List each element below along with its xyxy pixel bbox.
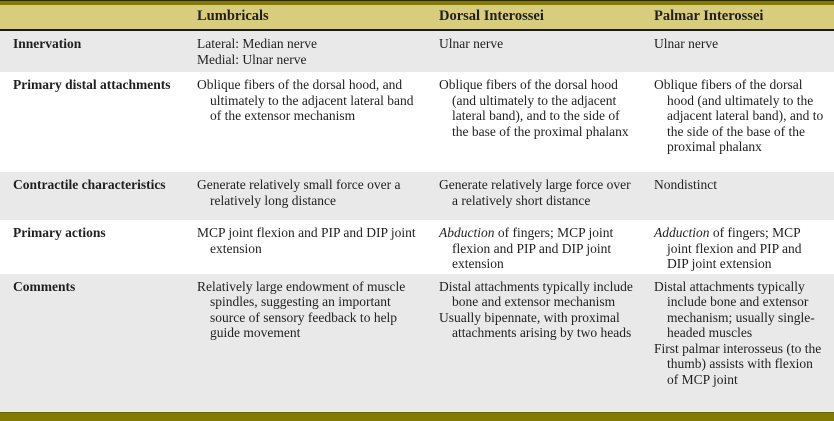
- intrinsic-hand-muscles-comparison-table: Lumbricals Dorsal Interossei Palmar Inte…: [0, 5, 834, 415]
- cell-paragraph: Distal attachments typically include bon…: [439, 278, 633, 310]
- cell-line: Lateral: Median nerve: [197, 36, 317, 51]
- cell-innervation-dorsal: Ulnar nerve: [432, 30, 647, 72]
- table-header: Lumbricals Dorsal Interossei Palmar Inte…: [0, 5, 834, 31]
- cell-contractile-dorsal: Generate relatively large force over a r…: [432, 172, 647, 220]
- cell-actions-palmar: Adduction of fingers; MCP joint flexion …: [647, 220, 834, 274]
- cell-paragraph: Adduction of fingers; MCP joint flexion …: [654, 225, 826, 272]
- cell-distal-lumbricals: Oblique fibers of the dorsal hood, and u…: [190, 72, 432, 172]
- cell-innervation-palmar: Ulnar nerve: [647, 30, 834, 72]
- row-label-primary-distal-attachments: Primary distal attachments: [0, 72, 190, 172]
- row-label-comments: Comments: [0, 273, 190, 415]
- cell-paragraph: Relatively large endowment of muscle spi…: [197, 278, 406, 341]
- row-label-contractile-characteristics: Contractile characteristics: [0, 172, 190, 220]
- cell-paragraph: Generate relatively small force over a r…: [197, 177, 401, 208]
- cell-text: of fingers; MCP joint flexion and PIP an…: [452, 225, 614, 271]
- cell-paragraph: Oblique fibers of the dorsal hood (and u…: [654, 77, 824, 154]
- cell-contractile-lumbricals: Generate relatively small force over a r…: [190, 172, 432, 220]
- cell-actions-lumbricals: MCP joint flexion and PIP and DIP joint …: [190, 220, 432, 274]
- cell-paragraph: Distal attachments typically include bon…: [654, 278, 815, 341]
- table-row-primary-actions: Primary actions MCP joint flexion and PI…: [0, 220, 834, 274]
- cell-paragraph: MCP joint flexion and PIP and DIP joint …: [197, 225, 416, 256]
- header-cell-palmar-interossei: Palmar Interossei: [647, 5, 834, 31]
- cell-comments-palmar: Distal attachments typically include bon…: [647, 273, 834, 415]
- cell-innervation-lumbricals: Lateral: Median nerve Medial: Ulnar nerv…: [190, 30, 432, 72]
- header-cell-lumbricals: Lumbricals: [190, 5, 432, 31]
- table-row-contractile-characteristics: Contractile characteristics Generate rel…: [0, 172, 834, 220]
- cell-paragraph: Abduction of fingers; MCP joint flexion …: [439, 225, 639, 272]
- cell-line: Ulnar nerve: [654, 36, 719, 51]
- cell-distal-dorsal: Oblique fibers of the dorsal hood (and u…: [432, 72, 647, 172]
- table-row-innervation: Innervation Lateral: Median nerve Medial…: [0, 30, 834, 72]
- table-row-comments: Comments Relatively large endowment of m…: [0, 273, 834, 415]
- cell-comments-lumbricals: Relatively large endowment of muscle spi…: [190, 273, 432, 415]
- italic-term-adduction: Adduction: [654, 225, 710, 240]
- cell-distal-palmar: Oblique fibers of the dorsal hood (and u…: [647, 72, 834, 172]
- cell-paragraph: Generate relatively large force over a r…: [439, 177, 631, 208]
- cell-paragraph: Oblique fibers of the dorsal hood (and u…: [439, 77, 629, 139]
- bottom-accent-bar: [0, 412, 834, 421]
- row-label-primary-actions: Primary actions: [0, 220, 190, 274]
- cell-paragraph: First palmar interosseus (to the thumb) …: [654, 340, 822, 387]
- cell-text: of fingers; MCP joint flexion and PIP an…: [667, 225, 802, 271]
- header-cell-dorsal-interossei: Dorsal Interossei: [432, 5, 647, 31]
- cell-actions-dorsal: Abduction of fingers; MCP joint flexion …: [432, 220, 647, 274]
- table-body: Innervation Lateral: Median nerve Medial…: [0, 30, 834, 415]
- cell-paragraph: Nondistinct: [654, 177, 717, 192]
- cell-paragraph: Usually bipennate, with proximal attachm…: [439, 309, 632, 341]
- cell-line: Ulnar nerve: [439, 36, 504, 51]
- header-cell-blank: [0, 5, 190, 31]
- header-row: Lumbricals Dorsal Interossei Palmar Inte…: [0, 5, 834, 31]
- top-accent-bar: [0, 0, 834, 5]
- cell-line: Medial: Ulnar nerve: [197, 51, 307, 67]
- italic-term-abduction: Abduction: [439, 225, 495, 240]
- cell-paragraph: Oblique fibers of the dorsal hood, and u…: [197, 77, 414, 123]
- table-row-primary-distal-attachments: Primary distal attachments Oblique fiber…: [0, 72, 834, 172]
- cell-comments-dorsal: Distal attachments typically include bon…: [432, 273, 647, 415]
- cell-contractile-palmar: Nondistinct: [647, 172, 834, 220]
- row-label-innervation: Innervation: [0, 30, 190, 72]
